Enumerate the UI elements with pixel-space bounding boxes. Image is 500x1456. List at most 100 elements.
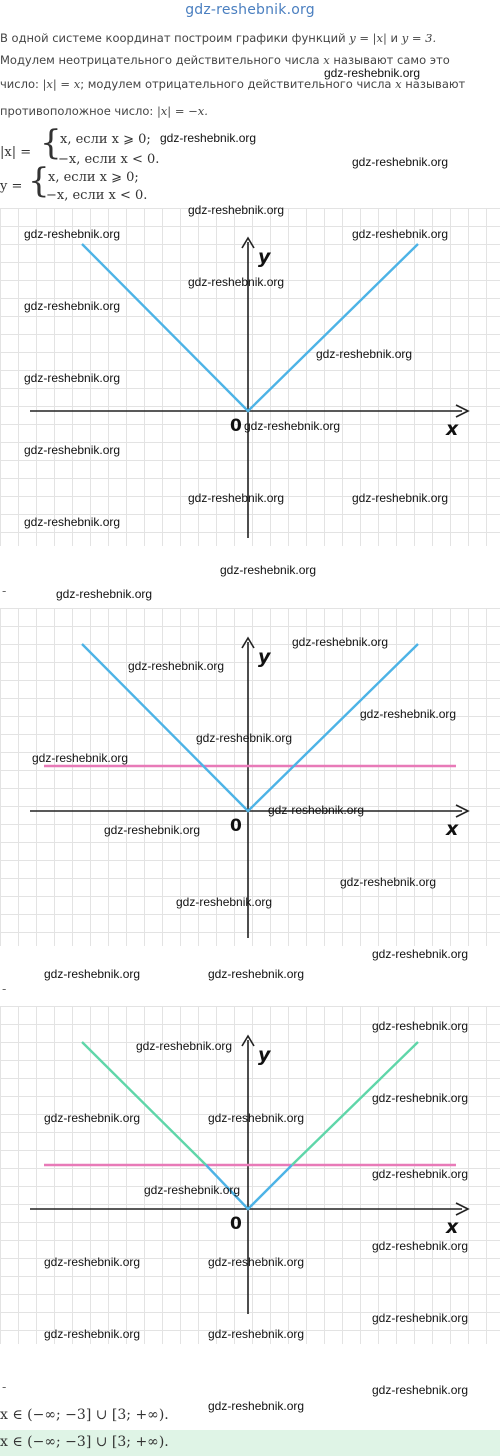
- formula-abs-x-eq-x: |x| = x: [42, 77, 81, 91]
- x-axis-arrow: [455, 804, 470, 818]
- watermark: gdz-reshebnik.org: [208, 1111, 305, 1125]
- watermark: gdz-reshebnik.org: [372, 1383, 469, 1397]
- formula-abs-x-eq-minus-x: |x| = −x.: [156, 104, 208, 118]
- watermark: gdz-reshebnik.org: [104, 823, 201, 837]
- watermark: gdz-reshebnik.org: [340, 875, 437, 889]
- system-abs-row-2: −x, если x < 0.: [58, 152, 160, 167]
- watermark: gdz-reshebnik.org: [24, 515, 121, 529]
- watermark: gdz-reshebnik.org: [160, 131, 257, 145]
- graph-1: y x 0: [0, 208, 500, 546]
- graph-grid: [0, 208, 500, 546]
- answer-highlight: x ∈ (−∞; −3] ∪ [3; +∞).: [0, 1430, 500, 1456]
- y-axis-arrow: [241, 1034, 255, 1047]
- watermark: gdz-reshebnik.org: [44, 967, 141, 981]
- var-x: x: [395, 77, 402, 91]
- watermark: gdz-reshebnik.org: [44, 1111, 141, 1125]
- graph-3-svg: [30, 1034, 470, 1314]
- system-abs-row-1: x, если x ⩾ 0;: [60, 132, 151, 147]
- origin-label: 0: [230, 816, 242, 836]
- x-axis-label: x: [446, 818, 459, 840]
- system-y-row-1: x, если x ⩾ 0;: [48, 170, 139, 185]
- y-axis-label: y: [258, 1044, 271, 1066]
- graph-2: y x 0: [0, 608, 500, 946]
- separator: -: [2, 1380, 7, 1394]
- watermark: gdz-reshebnik.org: [44, 1255, 141, 1269]
- watermark: gdz-reshebnik.org: [316, 347, 413, 361]
- text-line-4-part: противоположное число:: [0, 104, 157, 118]
- y-axis-arrow: [241, 636, 255, 649]
- answer-line-1: x ∈ (−∞; −3] ∪ [3; +∞).: [0, 1407, 169, 1423]
- graph-2-svg: [30, 636, 470, 938]
- watermark: gdz-reshebnik.org: [352, 491, 449, 505]
- origin-label: 0: [230, 1214, 242, 1234]
- text-line-2: Модулем неотрицательного действительного…: [0, 53, 450, 67]
- system-y-lhs: y =: [0, 179, 23, 194]
- watermark: gdz-reshebnik.org: [196, 731, 293, 745]
- watermark: gdz-reshebnik.org: [292, 635, 389, 649]
- formula-y-3: y = 3.: [401, 31, 437, 45]
- system-abs-lhs: |x| =: [0, 145, 32, 160]
- graph-grid: [0, 1006, 500, 1344]
- watermark: gdz-reshebnik.org: [360, 707, 457, 721]
- watermark: gdz-reshebnik.org: [208, 1327, 305, 1341]
- watermark: gdz-reshebnik.org: [352, 155, 449, 169]
- watermark: gdz-reshebnik.org: [188, 203, 285, 217]
- y-axis-arrow: [241, 236, 255, 249]
- watermark: gdz-reshebnik.org: [352, 227, 449, 241]
- formula-y-abs-x: y = |x|: [349, 31, 387, 45]
- watermark: gdz-reshebnik.org: [268, 803, 365, 817]
- watermark: gdz-reshebnik.org: [208, 1399, 305, 1413]
- text-line-1-part: В одной системе координат построим графи…: [0, 31, 350, 45]
- text-line-2-part: Модулем неотрицательного действительного…: [0, 53, 324, 67]
- y-axis-label: y: [258, 246, 271, 268]
- watermark: gdz-reshebnik.org: [24, 299, 121, 313]
- watermark: gdz-reshebnik.org: [324, 66, 421, 80]
- system-y-brace: {: [28, 161, 50, 201]
- watermark: gdz-reshebnik.org: [176, 895, 273, 909]
- watermark: gdz-reshebnik.org: [188, 491, 285, 505]
- watermark: gdz-reshebnik.org: [136, 1039, 233, 1053]
- watermark: gdz-reshebnik.org: [24, 371, 121, 385]
- separator: -: [2, 982, 7, 996]
- watermark: gdz-reshebnik.org: [372, 1311, 469, 1325]
- graph-1-svg: [30, 236, 470, 538]
- text-line-3-mid: ; модулем отрицательного действительного…: [80, 77, 396, 91]
- abs-x-right-branch-solution: [291, 1041, 419, 1166]
- y-axis-label: y: [258, 646, 271, 668]
- watermark: gdz-reshebnik.org: [372, 947, 469, 961]
- watermark: gdz-reshebnik.org: [144, 1183, 241, 1197]
- watermark: gdz-reshebnik.org: [372, 1019, 469, 1033]
- watermark: gdz-reshebnik.org: [24, 227, 121, 241]
- text-line-3-end: называют: [401, 77, 466, 91]
- separator: -: [2, 584, 7, 598]
- watermark: gdz-reshebnik.org: [220, 563, 317, 577]
- system-abs-brace: {: [40, 123, 62, 163]
- watermark: gdz-reshebnik.org: [56, 587, 153, 601]
- text-line-4: противоположное число: |x| = −x.: [0, 104, 208, 118]
- var-x: x: [323, 53, 330, 67]
- site-header[interactable]: gdz-reshebnik.org: [185, 2, 315, 18]
- graph-3: y x 0: [0, 1006, 500, 1344]
- watermark: gdz-reshebnik.org: [208, 1255, 305, 1269]
- watermark: gdz-reshebnik.org: [188, 275, 285, 289]
- text-line-2-end: называют само это: [329, 53, 450, 67]
- abs-x-graph: [81, 643, 419, 813]
- system-y-row-2: −x, если x < 0.: [46, 188, 148, 203]
- text-line-3-part: число:: [0, 77, 43, 91]
- watermark: gdz-reshebnik.org: [372, 1239, 469, 1253]
- watermark: gdz-reshebnik.org: [44, 1327, 141, 1341]
- x-axis-arrow: [455, 404, 470, 418]
- x-axis-label: x: [446, 418, 459, 440]
- text-line-1-and: и: [386, 31, 402, 45]
- abs-x-left-branch-solution: [81, 1041, 207, 1166]
- text-line-3: число: |x| = x; модулем отрицательного д…: [0, 77, 465, 91]
- answer-line-2: x ∈ (−∞; −3] ∪ [3; +∞).: [0, 1434, 169, 1450]
- watermark: gdz-reshebnik.org: [208, 967, 305, 981]
- watermark: gdz-reshebnik.org: [372, 1167, 469, 1181]
- abs-x-bottom-part: [205, 1164, 293, 1211]
- origin-label: 0: [230, 416, 242, 436]
- x-axis-arrow: [455, 1202, 470, 1216]
- watermark: gdz-reshebnik.org: [244, 419, 341, 433]
- text-line-1: В одной системе координат построим графи…: [0, 31, 436, 45]
- watermark: gdz-reshebnik.org: [372, 1091, 469, 1105]
